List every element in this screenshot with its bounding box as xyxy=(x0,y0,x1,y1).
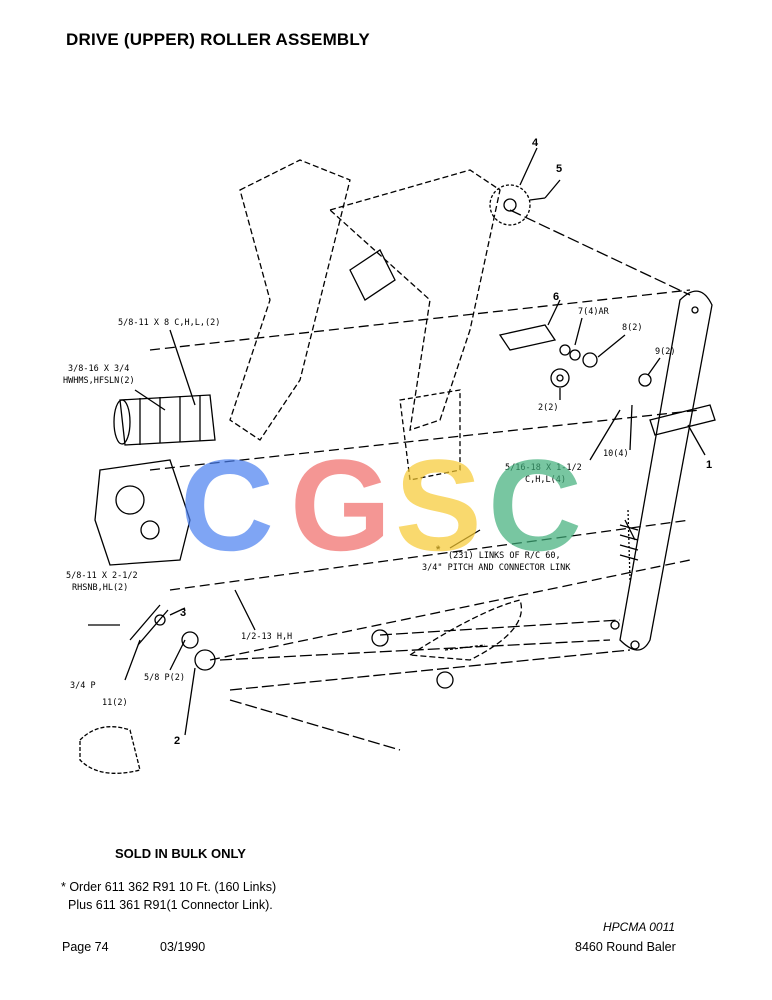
callout-2b: 2(2) xyxy=(538,403,558,413)
order-line-1: * Order 611 362 R91 10 Ft. (160 Links) xyxy=(61,880,277,894)
label-nut-12: 1/2-13 H,H xyxy=(241,632,292,642)
sprocket-4 xyxy=(489,184,531,226)
label-bolt-516-line2: C,H,L(4) xyxy=(525,475,566,485)
label-p34: 3/4 P xyxy=(70,681,96,691)
callout-10: 10(4) xyxy=(603,449,629,459)
watermark-letter-3: S xyxy=(395,432,482,578)
callout-1: 1 xyxy=(706,459,712,471)
callout-3: 3 xyxy=(180,607,186,619)
watermark-letter-2: G xyxy=(290,432,392,578)
callout-2: 2 xyxy=(174,735,180,747)
chain-run xyxy=(219,209,691,751)
page-date: 03/1990 xyxy=(160,940,206,954)
order-note: * Order 611 362 R91 10 Ft. (160 Links) P… xyxy=(61,878,276,914)
label-bolt-58x2-line2: RHSNB,HL(2) xyxy=(72,583,128,593)
label-screw-38-line1: 3/8-16 X 3/4 xyxy=(68,364,129,374)
document-code: HPCMA 0011 xyxy=(603,920,676,934)
bushing-9 xyxy=(638,373,652,387)
watermark-letter-4: C xyxy=(488,432,582,578)
label-bolt-58x8: 5/8-11 X 8 C,H,L,(2) xyxy=(118,318,220,328)
callout-8: 8(2) xyxy=(622,323,642,333)
callout-6: 6 xyxy=(553,291,559,303)
upper-frame-right xyxy=(328,169,501,431)
sprocket-2b xyxy=(550,368,570,388)
page-title: DRIVE (UPPER) ROLLER ASSEMBLY xyxy=(66,30,370,49)
idler-bracket xyxy=(649,404,716,436)
chain-asterisk: * xyxy=(436,544,441,556)
label-chain-line1: (231) LINKS OF R/C 60, xyxy=(448,551,561,561)
model-name: 8460 Round Baler xyxy=(575,940,676,954)
order-line-2: Plus 611 361 R91(1 Connector Link). xyxy=(68,898,273,912)
upper-frame xyxy=(229,159,351,441)
sprocket-2 xyxy=(194,649,216,671)
label-bolt-58x2-line1: 5/8-11 X 2-1/2 xyxy=(66,571,138,581)
label-chain-line2: 3/4" PITCH AND CONNECTOR LINK xyxy=(422,563,571,573)
idler-arm xyxy=(619,290,713,651)
frame-outline xyxy=(149,289,701,661)
callout-4: 4 xyxy=(532,137,539,149)
gearbox xyxy=(94,459,191,566)
washer-8 xyxy=(582,352,598,368)
page-number: Page 74 xyxy=(62,940,109,954)
callout-9: 9(2) xyxy=(655,347,675,357)
sold-bulk-note: SOLD IN BULK ONLY xyxy=(115,846,246,861)
callout-5: 5 xyxy=(556,163,562,175)
label-bolt-516-line1: 5/16-18 X 1-1/2 xyxy=(505,463,582,473)
label-p58: 5/8 P(2) xyxy=(144,673,185,683)
callout-11: 11(2) xyxy=(102,698,128,708)
spacer-7 xyxy=(559,344,571,356)
bracket-6 xyxy=(498,324,557,351)
watermark-letter-1: C xyxy=(180,432,274,578)
callout-7: 7(4)AR xyxy=(578,307,610,317)
label-screw-38-line2: HWHMS,HFSLN(2) xyxy=(63,376,135,386)
